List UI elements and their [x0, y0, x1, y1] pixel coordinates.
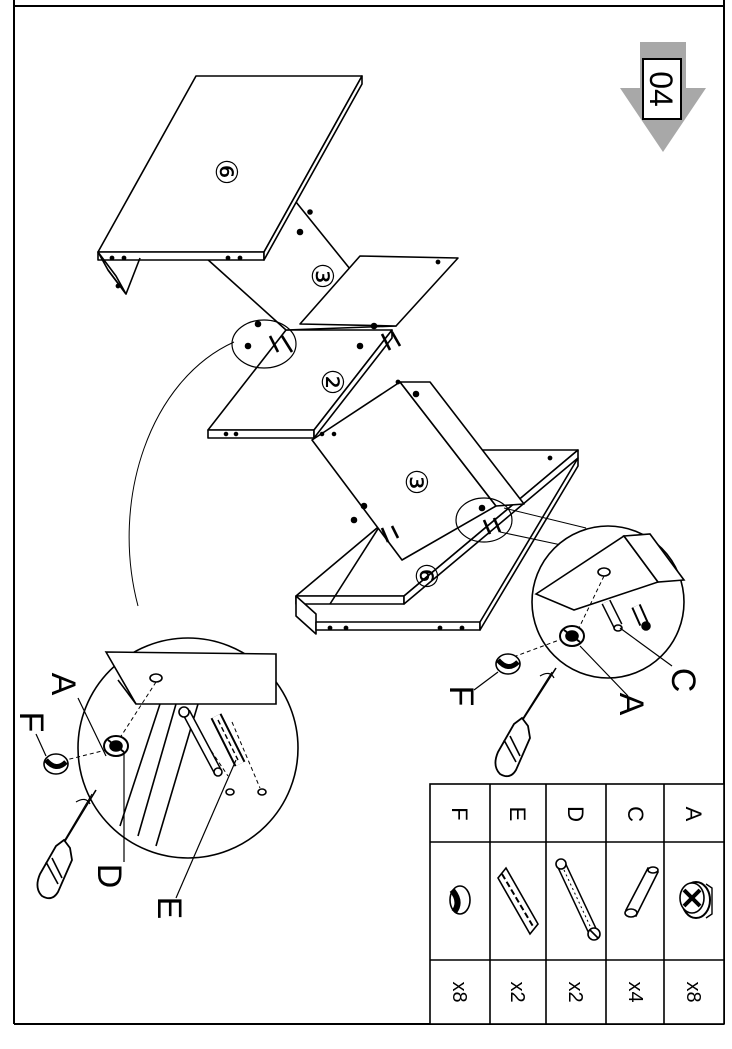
- connector-bolts: [268, 331, 502, 543]
- part-letter-c: C: [623, 806, 648, 822]
- right-detail-labels: C A F: [442, 668, 702, 716]
- part-letter-d: D: [563, 806, 588, 822]
- left-label-e: E: [150, 897, 188, 920]
- cam-lock-right-icon: [559, 625, 585, 647]
- panel-number-middle-shelf: ②: [315, 369, 348, 396]
- left-label-f: F: [12, 712, 50, 733]
- leader-line-right-b: [499, 531, 567, 547]
- screwdriver-right-icon: [494, 667, 557, 778]
- part-letter-f: F: [447, 807, 472, 820]
- detail-marker-upper: [231, 319, 297, 369]
- panel-numbers: ⑥ ③ ② ③ ⑥: [209, 159, 442, 590]
- step-number-box: [642, 58, 682, 120]
- cover-cap-icon: [449, 885, 471, 915]
- panel-number-bottom: ⑥: [409, 563, 442, 590]
- right-label-c: C: [664, 668, 702, 693]
- exploded-assembly: [97, 75, 587, 635]
- wooden-dowel-icon: [624, 866, 660, 918]
- cam-lock-detail-icon: [103, 735, 129, 757]
- panel-number-upper-side: ③: [305, 263, 338, 290]
- fluted-dowel-detail-icon: [210, 713, 246, 767]
- cover-cap-detail-icon: [43, 753, 69, 775]
- left-label-d: D: [90, 864, 128, 889]
- parts-table: A C D E F x8 x4 x2 x2 x8: [429, 783, 725, 1025]
- bolt-head-detail-icon: [631, 603, 651, 631]
- step-number: 04: [643, 71, 679, 107]
- leader-line-right-a: [503, 507, 587, 529]
- connecting-bolt-icon: [555, 858, 601, 941]
- cam-lock-icon: [679, 881, 713, 919]
- part-letter-a: A: [681, 807, 706, 822]
- fluted-dowel-icon: [497, 866, 539, 936]
- middle-shelf: [207, 329, 393, 439]
- part-qty-a: x8: [682, 981, 704, 1002]
- cover-cap-right-icon: [495, 653, 521, 675]
- part-qty-f: x8: [448, 981, 470, 1002]
- right-detail-view: [473, 525, 686, 778]
- wooden-dowel-detail-icon: [601, 599, 623, 632]
- panel-number-top: ⑥: [209, 159, 242, 186]
- right-label-f: F: [442, 686, 480, 707]
- left-detail-labels: A F D E: [12, 673, 188, 920]
- right-label-a: A: [612, 693, 650, 716]
- step-indicator: 04: [620, 42, 706, 152]
- detail-marker-lower: [455, 497, 513, 543]
- connecting-bolt-detail-icon: [178, 706, 223, 777]
- left-label-a: A: [44, 673, 82, 696]
- part-qty-c: x4: [624, 981, 646, 1002]
- part-qty-d: x2: [564, 981, 586, 1002]
- part-letter-e: E: [505, 807, 530, 822]
- panel-number-lower-side: ③: [399, 469, 432, 496]
- part-qty-e: x2: [506, 981, 528, 1002]
- screwdriver-left-icon: [36, 789, 97, 900]
- lower-side-panel: [311, 381, 525, 561]
- left-detail-view: [35, 637, 299, 900]
- leader-line-left: [128, 341, 235, 607]
- top-panel: [97, 75, 363, 295]
